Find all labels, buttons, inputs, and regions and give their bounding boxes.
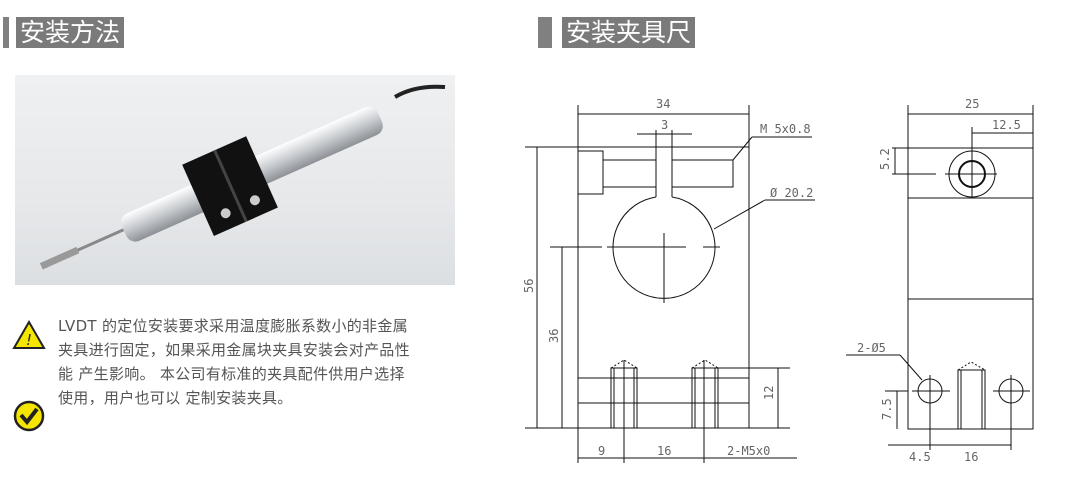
dim-side-half: 12.5 [992,118,1021,132]
install-notice: LVDT 的定位安装要求采用温度膨胀系数小的非金属 夹具进行固定，如果采用金属块… [58,314,438,410]
section-marker [3,17,9,48]
dim-spacing: 16 [657,444,671,458]
check-circle-icon [13,400,45,436]
dim-side-hole-height: 7.5 [880,398,894,420]
notice-line: 夹具进行固定，如果采用金属块夹具安装会对产品性 [58,341,410,359]
warning-triangle-icon: ! [12,319,46,354]
dim-holes: 2-M5x0 [727,444,770,458]
dim-height: 56 [522,279,536,293]
section-marker [538,17,552,48]
dim-side-holes: 2-Ø5 [857,341,886,355]
section-title-fixture-dimensions: 安装夹具尺 [562,17,696,48]
notice-line: 能 产生影响。 本公司有标准的夹具配件供用户选择 [58,365,405,383]
svg-text:!: ! [26,331,32,349]
dim-width: 34 [656,97,670,111]
dim-hole-depth: 12 [762,386,776,400]
dim-slot: 3 [661,118,668,132]
dim-side-offset: 5.2 [878,148,892,170]
notice-line: 使用，用户也可以 定制安装夹具。 [58,389,293,407]
dim-thread: M 5x0.8 [760,122,811,136]
product-photo [15,75,455,285]
dim-center-height: 36 [547,329,561,343]
notice-line: LVDT 的定位安装要求采用温度膨胀系数小的非金属 [58,317,408,335]
front-view [525,105,815,463]
section-title-install-method: 安装方法 [16,17,125,48]
dim-bore: Ø 20.2 [770,186,813,200]
dim-side-edge: 4.5 [909,450,931,464]
side-view [846,105,1034,450]
dim-side-width: 25 [965,97,979,111]
dim-edge: 9 [598,444,605,458]
dim-side-spacing: 16 [964,450,978,464]
